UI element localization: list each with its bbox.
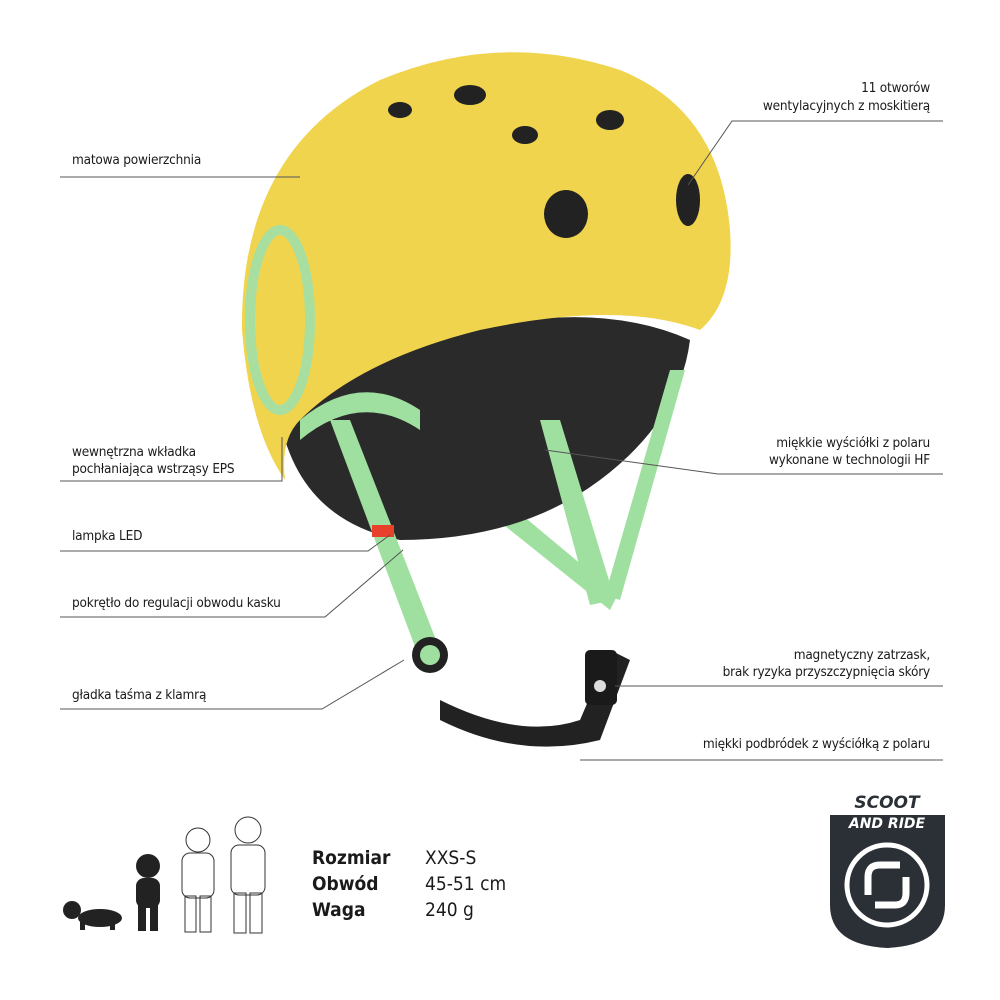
toddler-icon — [136, 854, 160, 931]
spec-label-circumference: Obwód — [312, 873, 379, 895]
spec-label-weight: Waga — [312, 899, 366, 921]
leader-lines — [60, 120, 943, 761]
side-strap — [540, 420, 615, 605]
callout-vents-line1: 11 otworów — [861, 80, 930, 96]
callout-padding-line2: wykonane w technologii HF — [768, 452, 930, 468]
callout-magnet-line1: magnetyczny zatrzask, — [793, 647, 931, 663]
chin-pad — [440, 650, 630, 747]
vent-hole — [512, 126, 538, 144]
callout-strap: gładka taśma z klamrą — [72, 687, 207, 703]
spec-label-size: Rozmiar — [312, 847, 391, 869]
shell-logo-icon — [245, 225, 315, 415]
vent-hole — [544, 190, 588, 238]
specs-labels: Rozmiar Obwód Waga — [312, 845, 391, 923]
callout-matte-surface: matowa powierzchnia — [72, 152, 202, 168]
callout-vents-line2: wentylacyjnych z moskitierą — [762, 98, 930, 114]
older-child-outline-icon — [230, 816, 266, 934]
side-strap-2 — [605, 370, 685, 600]
led-light-icon — [372, 525, 394, 537]
callout-dial: pokrętło do regulacji obwodu kasku — [72, 595, 281, 611]
child-outline-icon — [181, 827, 215, 933]
inner-padding — [280, 317, 690, 540]
vent-hole — [676, 174, 700, 226]
spec-value-size: XXS-S — [425, 847, 477, 869]
callout-led: lampka LED — [72, 528, 143, 544]
magnetic-clasp-icon — [585, 650, 617, 705]
callout-chin-pad: miękki podbródek z wyściółką z polaru — [702, 736, 930, 752]
spec-value-circumference: 45-51 cm — [425, 873, 507, 895]
scoot-and-ride-logo: SCOOT AND RIDE — [830, 793, 945, 948]
callout-padding-line1: miękkie wyściółki z polaru — [776, 435, 930, 451]
vent-hole — [454, 85, 486, 105]
crawling-baby-icon — [63, 901, 122, 930]
age-silhouettes — [63, 816, 266, 934]
callout-magnet-line2: brak ryzyka przyszczypnięcia skóry — [722, 664, 931, 680]
callout-eps-line1: wewnętrzna wkładka — [72, 444, 196, 460]
svg-text:SCOOT: SCOOT — [854, 793, 921, 813]
specs-values: XXS-S 45-51 cm 240 g — [425, 845, 506, 923]
svg-text:AND RIDE: AND RIDE — [848, 816, 926, 832]
callout-eps-line2: pochłaniająca wstrząsy EPS — [72, 461, 235, 477]
edge-trim — [300, 392, 420, 440]
helmet-shell — [241, 52, 731, 480]
spec-value-weight: 240 g — [425, 899, 474, 921]
vent-hole — [388, 102, 412, 118]
vent-hole — [596, 110, 624, 130]
left-strap — [330, 420, 440, 660]
